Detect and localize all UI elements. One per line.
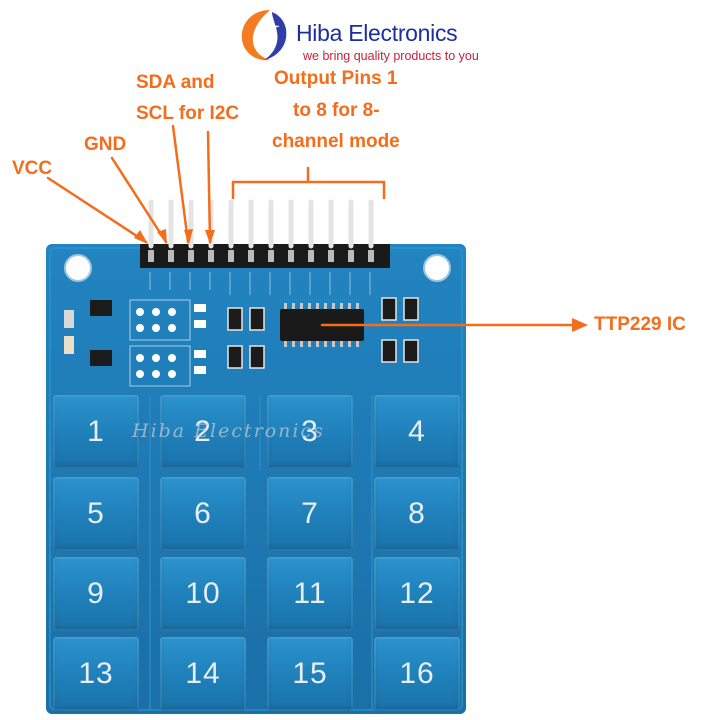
- key-13: 13: [53, 637, 139, 711]
- key-9: 9: [53, 557, 139, 631]
- brand-header: Hiba Electronics we bring quality produc…: [236, 6, 496, 66]
- key-label: 16: [399, 657, 435, 690]
- label-sda-line1: SDA and: [136, 72, 215, 93]
- key-3: 3: [267, 395, 353, 469]
- label-ttp229: TTP229 IC: [594, 314, 686, 335]
- key-15: 15: [267, 637, 353, 711]
- key-12: 12: [374, 557, 460, 631]
- label-output-line2: to 8 for 8-: [293, 100, 380, 121]
- key-7: 7: [267, 477, 353, 551]
- key-label: 13: [78, 657, 114, 690]
- key-11: 11: [267, 557, 353, 631]
- key-label: 8: [408, 497, 426, 530]
- mounting-hole-right: [423, 254, 451, 282]
- key-label: 9: [87, 577, 105, 610]
- key-label: 6: [194, 497, 212, 530]
- label-vcc: VCC: [12, 158, 53, 179]
- key-4: 4: [374, 395, 460, 469]
- smd-components-left: [64, 299, 206, 387]
- brand-name: Hiba Electronics: [296, 20, 458, 46]
- label-output-line1: Output Pins 1: [274, 68, 398, 89]
- key-16: 16: [374, 637, 460, 711]
- key-10: 10: [160, 557, 246, 631]
- key-5: 5: [53, 477, 139, 551]
- label-sda-line2: SCL for I2C: [136, 103, 240, 124]
- key-8: 8: [374, 477, 460, 551]
- arrowheads: [134, 229, 588, 332]
- key-label: 3: [301, 415, 319, 448]
- key-label: 10: [185, 577, 221, 610]
- key-label: 4: [408, 415, 426, 448]
- label-output-line3: channel mode: [272, 131, 400, 152]
- key-label: 1: [87, 415, 105, 448]
- key-14: 14: [160, 637, 246, 711]
- key-label: 7: [301, 497, 319, 530]
- capacitors: [227, 297, 419, 369]
- watermark-text: Hiba Electronics: [132, 420, 325, 442]
- key-2: 2: [160, 395, 246, 469]
- key-label: 2: [194, 415, 212, 448]
- label-gnd: GND: [84, 134, 127, 155]
- key-label: 15: [292, 657, 328, 690]
- key-label: 5: [87, 497, 105, 530]
- key-label: 14: [185, 657, 221, 690]
- key-1: 1: [53, 395, 139, 469]
- key-6: 6: [160, 477, 246, 551]
- hiba-logo-icon: [241, 10, 287, 61]
- key-label: 12: [399, 577, 435, 610]
- key-label: 11: [293, 577, 327, 610]
- annotation-arrows: [46, 124, 574, 327]
- brand-tagline: we bring quality products to you: [303, 49, 479, 63]
- mounting-hole-left: [64, 254, 92, 282]
